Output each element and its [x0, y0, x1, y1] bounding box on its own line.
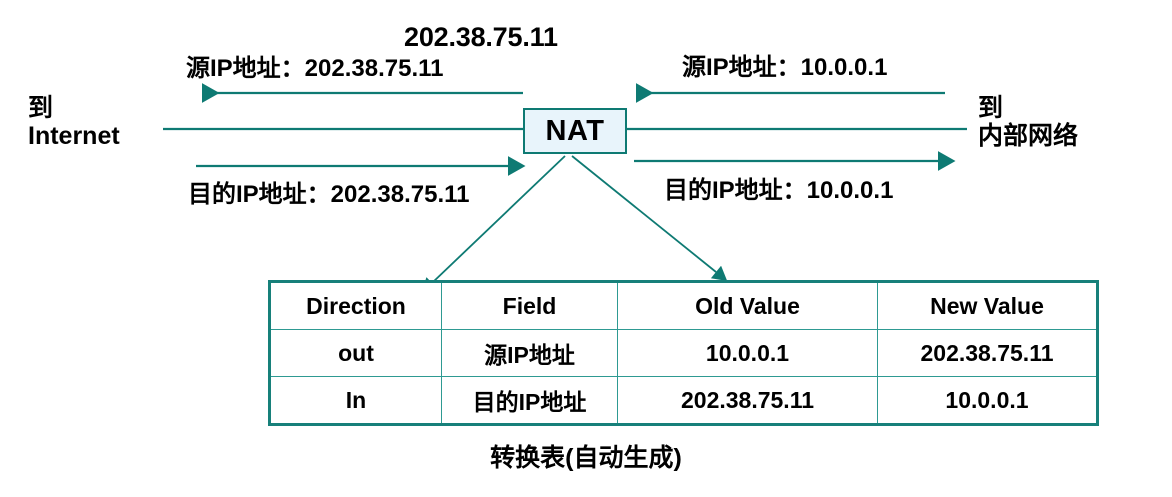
connector-nat-to-table-left — [421, 155, 566, 293]
cell-field: 目的IP地址 — [441, 376, 618, 425]
column-header-field: Field — [441, 281, 618, 330]
endpoint-internet-line2: Internet — [28, 122, 120, 150]
cell-old-value: 10.0.0.1 — [617, 329, 878, 377]
flow-label-inbound-destination: 目的IP地址：10.0.0.1 — [664, 177, 894, 204]
cell-new-value: 202.38.75.11 — [877, 329, 1098, 377]
cell-new-value: 10.0.0.1 — [877, 376, 1098, 425]
endpoint-internal-line1: 到 — [978, 94, 1004, 122]
flow-label-outbound-source: 源IP地址：202.38.75.11 — [186, 55, 444, 82]
endpoint-internal-line2: 内部网络 — [978, 122, 1079, 150]
endpoint-label-internal-network: 到 内部网络 — [978, 94, 1078, 150]
cell-direction: out — [269, 329, 442, 377]
column-header-direction: Direction — [269, 281, 442, 330]
cell-field: 源IP地址 — [441, 329, 618, 377]
column-header-new-value: New Value — [877, 281, 1098, 330]
nat-node: NAT — [523, 108, 627, 154]
endpoint-internet-line1: 到 — [28, 94, 54, 122]
endpoint-label-internet: 到 Internet — [28, 94, 120, 150]
cell-direction: In — [269, 376, 442, 425]
nat-node-label: NAT — [545, 114, 605, 147]
cell-old-value: 202.38.75.11 — [617, 376, 878, 425]
public-address-label: 202.38.75.11 — [404, 22, 558, 52]
flow-label-outbound-destination: 目的IP地址：202.38.75.11 — [188, 181, 470, 208]
table-row: In 目的IP地址 202.38.75.11 10.0.0.1 — [269, 376, 1098, 425]
translation-table: Direction Field Old Value New Value out … — [268, 280, 1099, 426]
table-header-row: Direction Field Old Value New Value — [269, 281, 1098, 330]
table-caption: 转换表(自动生成) — [490, 444, 682, 472]
flow-label-inbound-source: 源IP地址：10.0.0.1 — [682, 54, 888, 81]
column-header-old-value: Old Value — [617, 281, 878, 330]
table-row: out 源IP地址 10.0.0.1 202.38.75.11 — [269, 329, 1098, 377]
connector-nat-to-table-right — [571, 155, 728, 282]
